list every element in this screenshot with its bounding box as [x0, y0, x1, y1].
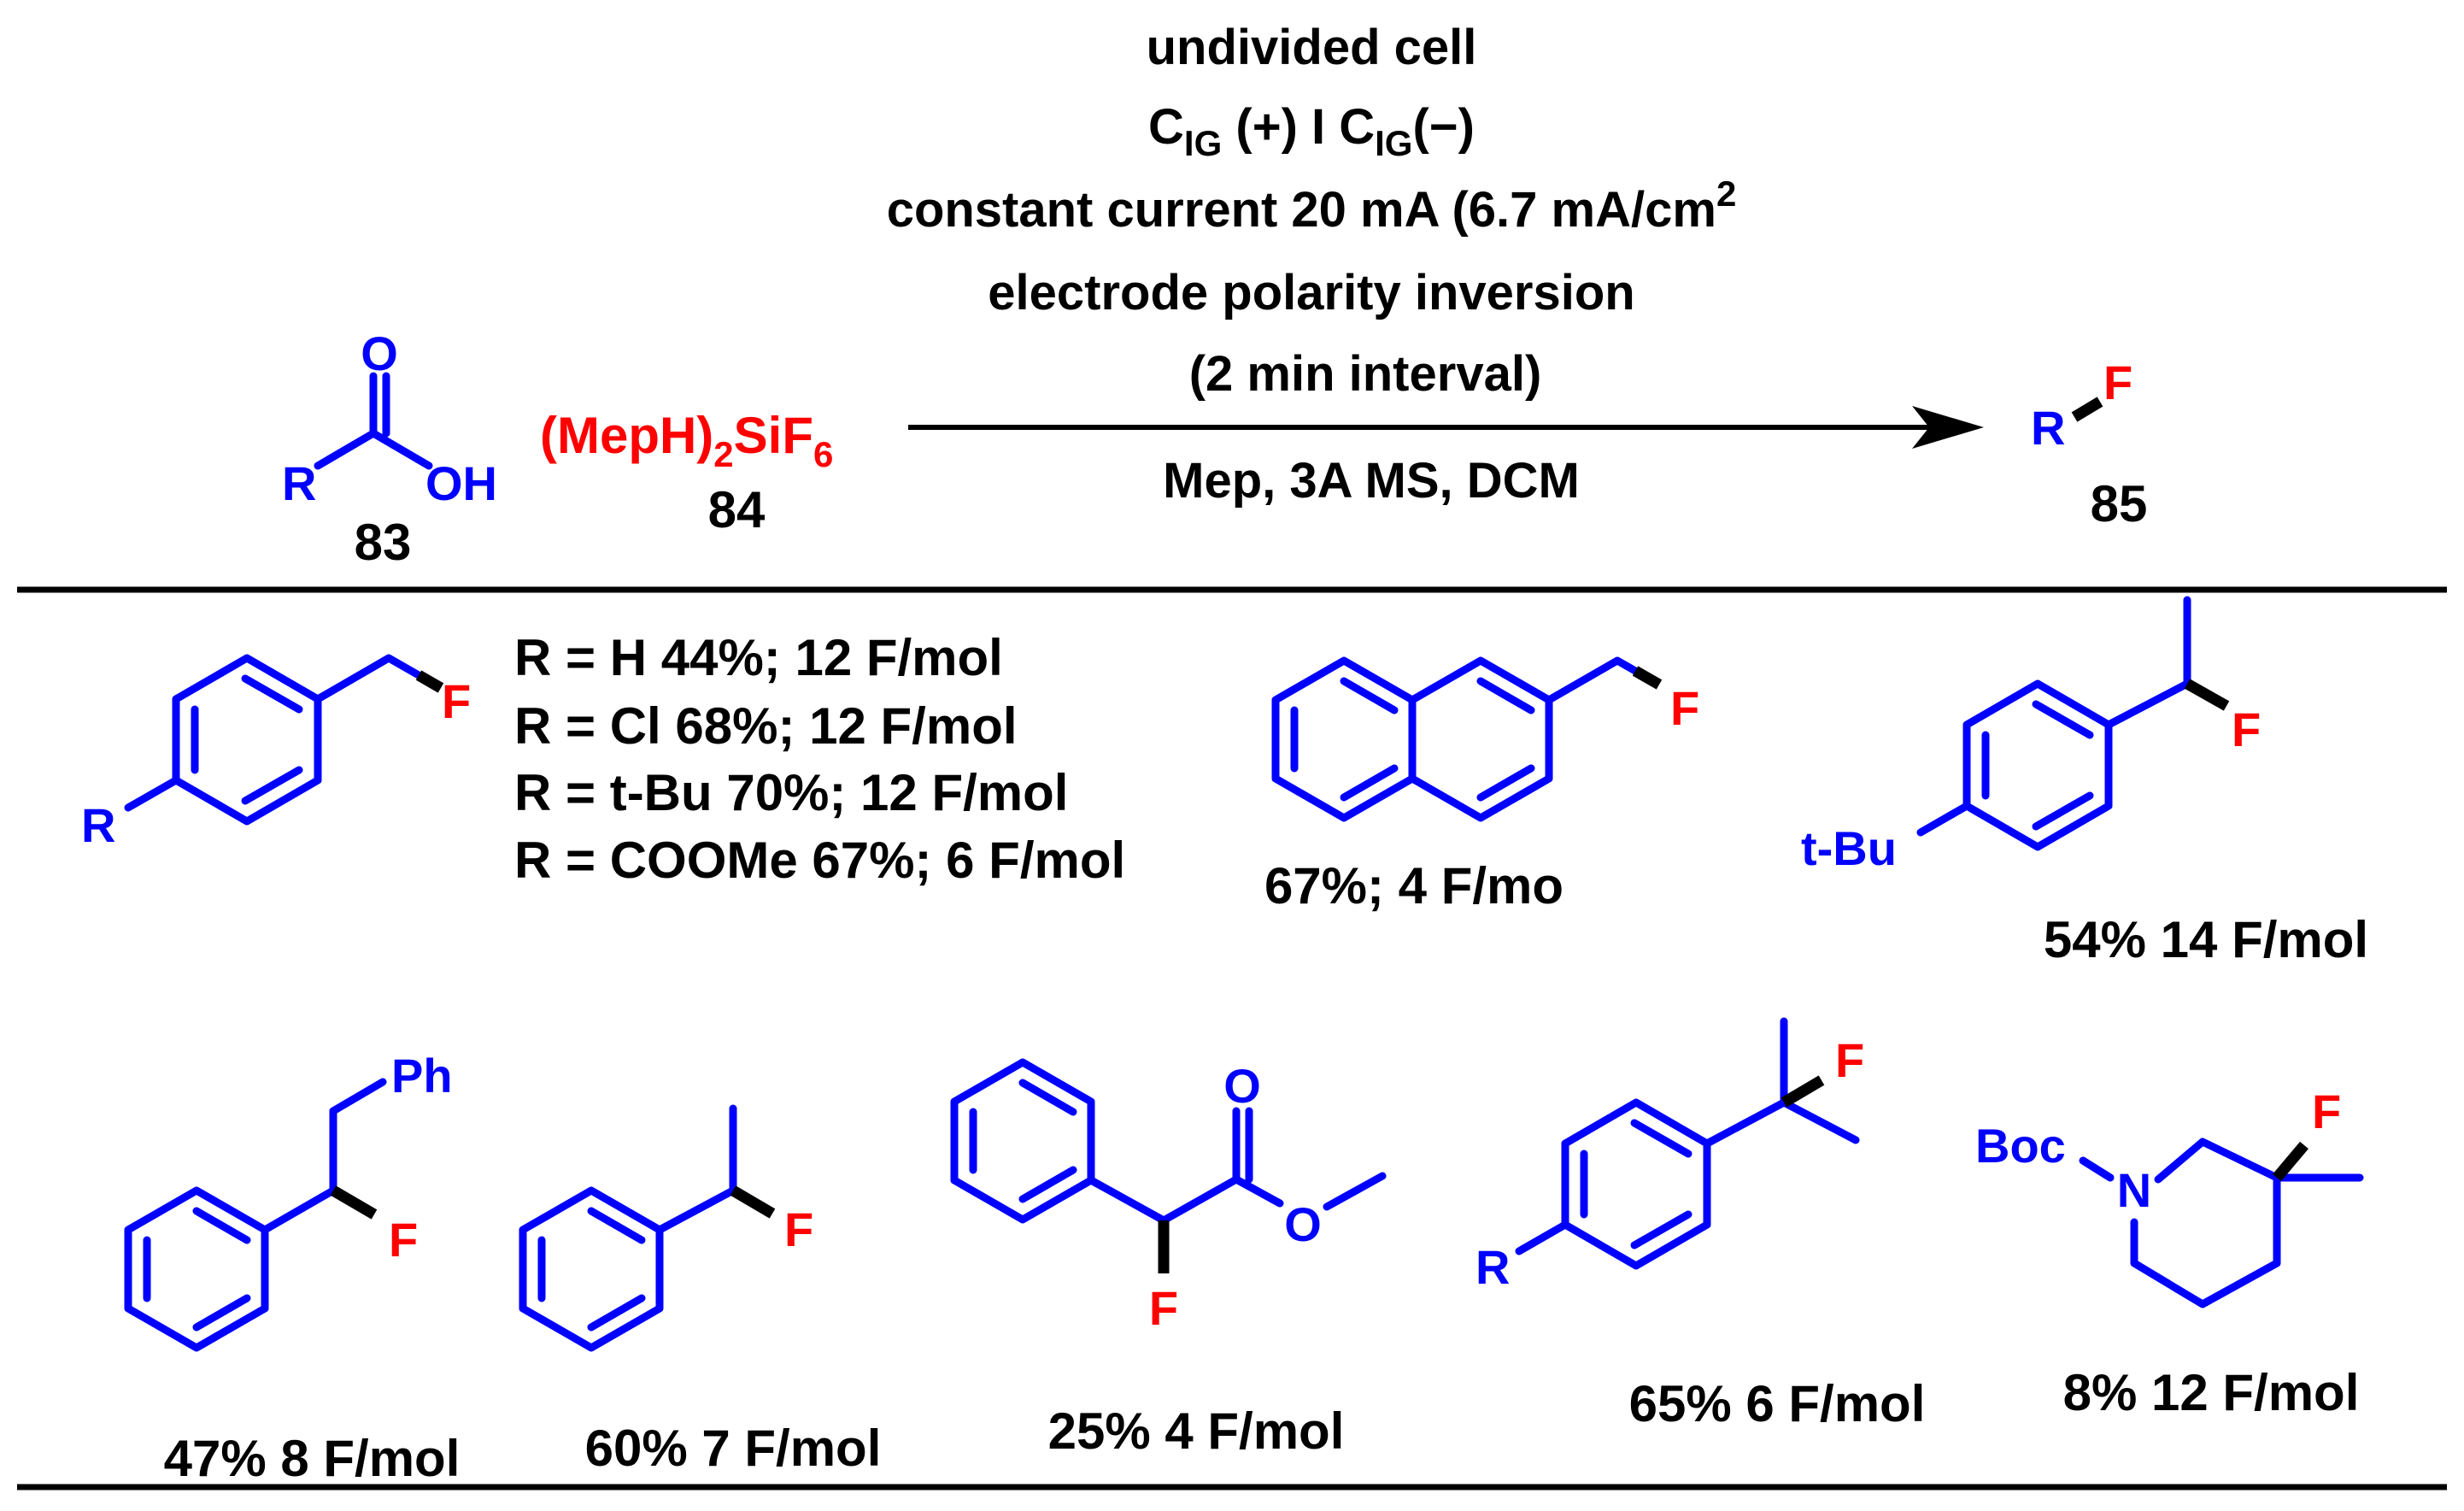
- substrate-phenethyl-fluoride: Ph F 47% 8 F/mol: [124, 1049, 461, 1487]
- ester-yield: 25% 4 F/mol: [1048, 1402, 1345, 1460]
- product-r-group: R: [2031, 401, 2065, 455]
- reaction-arrow: [908, 406, 1984, 449]
- svg-text:(MepH)2SiF6: (MepH)2SiF6: [540, 407, 833, 474]
- cumyl-fluorine: F: [1835, 1033, 1864, 1087]
- benzyl-result-tbu: R = t-Bu 70%; 12 F/mol: [514, 764, 1068, 821]
- tbu-ethyl-yield: 54% 14 F/mol: [2044, 911, 2368, 968]
- condition-electrodes: CIG (+) I CIG(−): [1148, 99, 1475, 163]
- compound-label-85: 85: [2091, 475, 2148, 532]
- condition-interval: (2 min interval): [1189, 346, 1542, 402]
- substrate-phenylethyl-fluoride: F 60% 7 F/mol: [519, 1104, 882, 1477]
- compound-label-83: 83: [355, 514, 412, 571]
- piperidine-nitrogen: N: [2117, 1163, 2151, 1217]
- cumyl-r-group: R: [1475, 1240, 1510, 1294]
- reaction-conditions: undivided cell CIG (+) I CIG(−) constant…: [887, 20, 1737, 509]
- benzyl-result-h: R = H 44%; 12 F/mol: [514, 629, 1003, 686]
- naphthyl-yield: 67%; 4 F/mo: [1264, 857, 1563, 914]
- substrate-naphthylmethyl-fluoride: F 67%; 4 F/mo: [1264, 656, 1699, 914]
- benzyl-r-group: R: [81, 798, 115, 852]
- substrate-fluoro-piperidine: Boc N F 8% 12 F/mol: [1975, 1085, 2364, 1421]
- phenethyl-fluorine: F: [389, 1213, 418, 1267]
- condition-polarity-inversion: electrode polarity inversion: [988, 265, 1634, 320]
- piperidine-boc-group: Boc: [1975, 1119, 2066, 1173]
- substrate-tbu-phenylethyl-fluoride: F t-Bu 54% 14 F/mol: [1801, 596, 2368, 968]
- piperidine-fluorine: F: [2312, 1085, 2341, 1138]
- phenylethyl-fluorine: F: [784, 1202, 813, 1256]
- ester-alkoxy-oxygen: O: [1284, 1197, 1322, 1251]
- benzyl-fluorine: F: [442, 674, 471, 728]
- acid-hydroxyl: OH: [425, 456, 497, 510]
- substrate-benzyl-fluorides: F R R = H 44%; 12 F/mol R = Cl 68%; 12 F…: [81, 629, 1125, 889]
- compound-label-84: 84: [708, 481, 766, 538]
- acid-oxygen: O: [361, 326, 398, 380]
- benzyl-result-coome: R = COOMe 67%; 6 F/mol: [514, 832, 1125, 889]
- ester-fluorine: F: [1149, 1281, 1178, 1335]
- reagent-sif: SiF: [734, 407, 813, 464]
- reagent-subscript-2: 2: [713, 434, 733, 474]
- reagent-formula: (MepH): [540, 407, 713, 464]
- reagent-84: (MepH)2SiF6 84: [540, 407, 833, 538]
- product-fluorine: F: [2103, 356, 2133, 409]
- substrate-fluoro-ester: O O F 25% 4 F/mol: [950, 1058, 1387, 1460]
- piperidine-yield: 8% 12 F/mol: [2063, 1364, 2360, 1421]
- naphthyl-fluorine: F: [1670, 681, 1699, 735]
- acid-r-group: R: [282, 456, 316, 510]
- ester-carbonyl-oxygen: O: [1223, 1059, 1261, 1113]
- reagent-subscript-6: 6: [813, 434, 833, 474]
- tbu-ethyl-tbu-group: t-Bu: [1801, 821, 1897, 875]
- carboxylic-acid-83: O OH R 83: [282, 326, 497, 571]
- phenylethyl-yield: 60% 7 F/mol: [585, 1420, 882, 1477]
- substrate-cumyl-fluoride: F R 65% 6 F/mol: [1475, 1017, 1926, 1432]
- cumyl-yield: 65% 6 F/mol: [1629, 1375, 1926, 1432]
- condition-solvent: Mep, 3A MS, DCM: [1163, 453, 1580, 509]
- product-85: R F 85: [2031, 356, 2147, 532]
- benzyl-result-cl: R = Cl 68%; 12 F/mol: [514, 697, 1018, 755]
- condition-current: constant current 20 mA (6.7 mA/cm2: [887, 173, 1737, 238]
- phenethyl-yield: 47% 8 F/mol: [164, 1430, 461, 1487]
- tbu-ethyl-fluorine: F: [2232, 703, 2261, 756]
- condition-undivided-cell: undivided cell: [1147, 20, 1477, 75]
- phenethyl-phenyl: Ph: [391, 1049, 453, 1102]
